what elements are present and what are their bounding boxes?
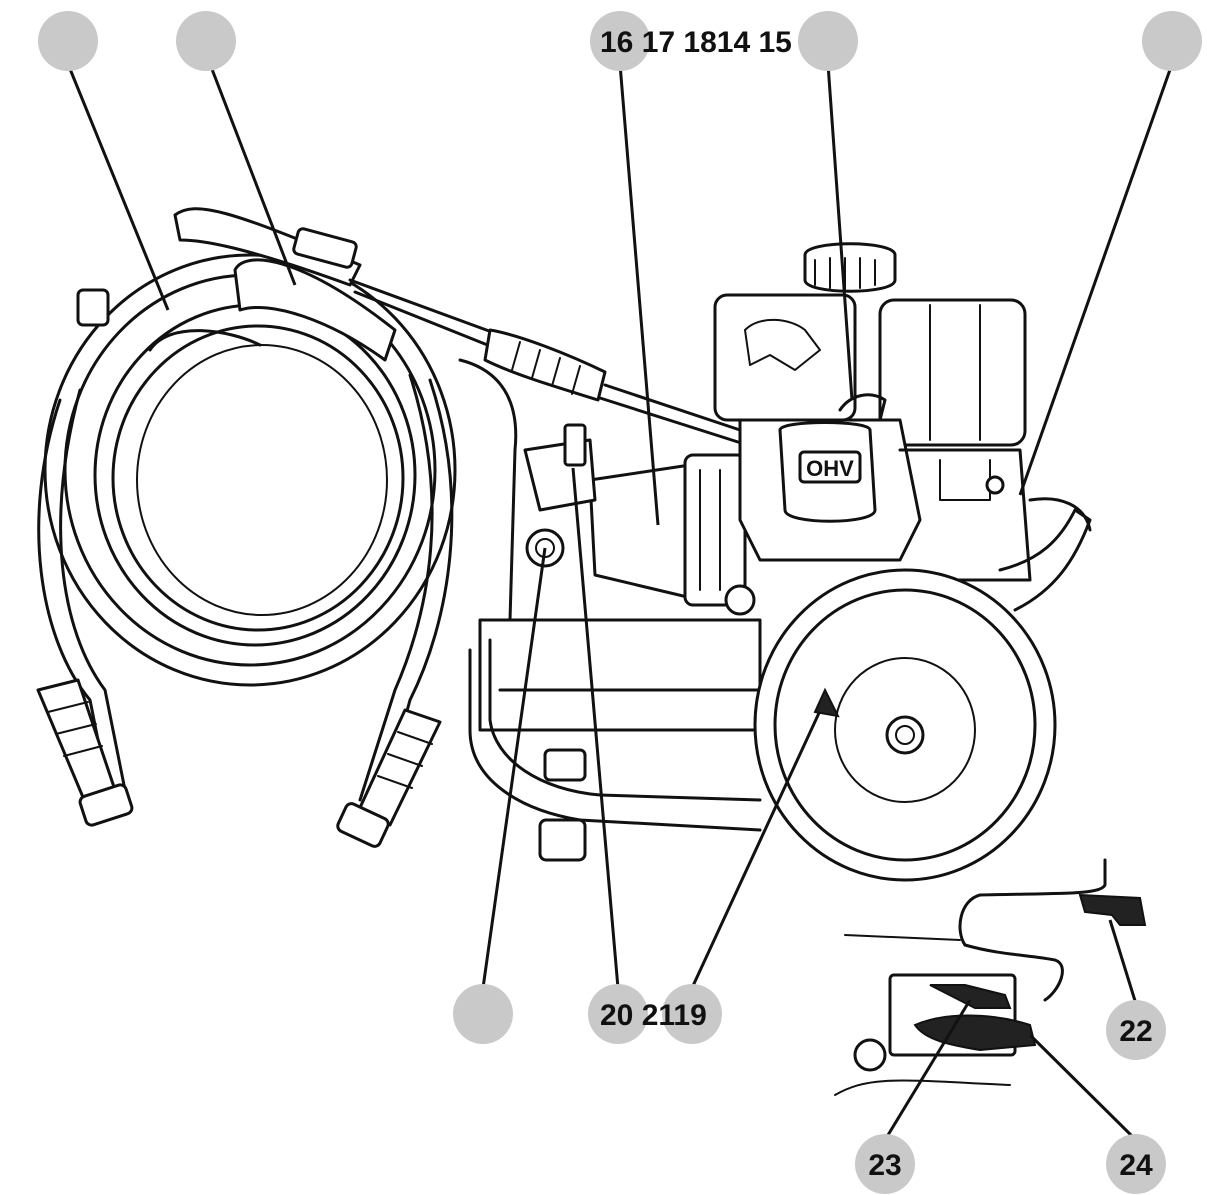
handle-hose-holder xyxy=(76,207,397,362)
callout-circle-4 xyxy=(798,11,858,71)
callout-label-22: 22 xyxy=(1119,1015,1152,1048)
inset-detail xyxy=(834,858,1147,1096)
callout-label-24: 24 xyxy=(1119,1149,1153,1182)
callout-circle-10 xyxy=(1106,1134,1166,1194)
hose-end-left xyxy=(36,678,134,827)
engine: OHV xyxy=(713,242,1032,582)
pump xyxy=(523,423,756,616)
callouts: 16 17 1814 15 20 2119 22 23 24 xyxy=(38,11,1202,1194)
callout-label-bottom: 20 2119 xyxy=(600,999,707,1032)
callout-circle-2 xyxy=(176,11,236,71)
spray-wand xyxy=(348,278,742,444)
engine-badge-plate xyxy=(798,450,862,484)
callout-circle-3 xyxy=(590,11,650,71)
callout-label-23: 23 xyxy=(868,1149,901,1182)
callout-circle-9 xyxy=(855,1134,915,1194)
leader-lines xyxy=(66,63,1174,1142)
callout-circle-8 xyxy=(1106,1000,1166,1060)
callout-circle-7b xyxy=(662,984,722,1044)
engine-badge: OHV xyxy=(806,456,854,481)
callout-circle-6 xyxy=(453,984,513,1044)
wheel xyxy=(753,568,1057,882)
callout-circle-7a xyxy=(588,984,648,1044)
callout-circle-5 xyxy=(1142,11,1202,71)
callout-label-top: 16 17 1814 15 xyxy=(600,26,792,59)
hose-end-right xyxy=(336,708,442,848)
callout-circle-1 xyxy=(38,11,98,71)
frame xyxy=(458,358,1092,862)
